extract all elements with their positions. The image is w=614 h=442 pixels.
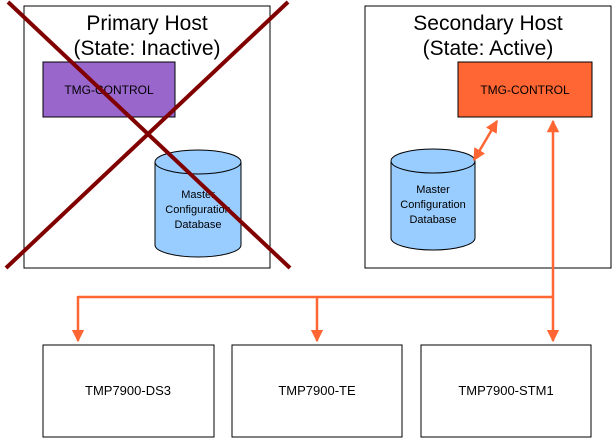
secondary-database-icon: [390, 148, 476, 251]
secondary-host: Secondary Host (State: Active) TMG-CONTR…: [364, 5, 612, 269]
device-te-box: [231, 344, 403, 438]
device-te: TMP7900-TE: [231, 344, 403, 438]
secondary-host-state: (State: Active): [423, 37, 554, 60]
cross-out-mark: [4, 0, 292, 270]
device-te-label: TMP7900-TE: [278, 383, 356, 398]
primary-database-icon: [154, 149, 242, 258]
device-ds3: TMP7900-DS3: [42, 344, 215, 438]
primary-tmg-control-box: [42, 61, 176, 118]
secondary-db-label-line1: Master: [416, 184, 450, 196]
device-ds3-label: TMP7900-DS3: [85, 383, 171, 398]
db-control-link-arrow: [472, 119, 499, 162]
primary-host-state: (State: Inactive): [73, 37, 220, 60]
device-stm1: TMP7900-STM1: [420, 344, 592, 438]
distribution-bus: [71, 119, 560, 343]
secondary-db-label-line3: Database: [409, 214, 456, 226]
device-ds3-box: [42, 344, 215, 438]
secondary-host-title: Secondary Host: [413, 12, 563, 35]
primary-host-title: Primary Host: [86, 12, 208, 35]
primary-db-label-line2: Configuration: [165, 204, 230, 216]
primary-db-label-line3: Database: [174, 219, 221, 231]
primary-host: Primary Host (State: Inactive) TMG-CONTR…: [4, 0, 292, 270]
primary-tmg-control-label: TMG-CONTROL: [64, 83, 154, 97]
secondary-tmg-control-box: [457, 61, 593, 118]
device-stm1-box: [420, 344, 592, 438]
secondary-tmg-control-label: TMG-CONTROL: [480, 83, 570, 97]
device-stm1-label: TMP7900-STM1: [458, 383, 553, 398]
secondary-db-label-line2: Configuration: [400, 199, 465, 211]
